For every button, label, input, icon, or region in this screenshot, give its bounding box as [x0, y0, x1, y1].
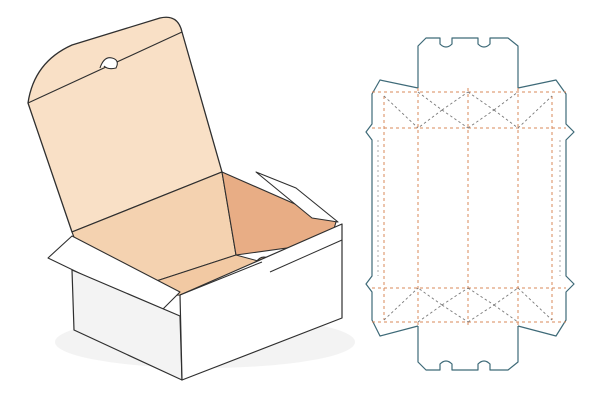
- top-gusset-creases: [383, 91, 553, 129]
- top-tuck-flap: [417, 37, 519, 88]
- front-wall-rim: [179, 239, 343, 296]
- side-panel-creases: [377, 140, 561, 276]
- dieline-outer-cut: [365, 79, 575, 337]
- right-dust-flap: [255, 171, 339, 223]
- vertical-fold-lines: [383, 88, 553, 326]
- bottom-tuck-flap: [417, 326, 519, 371]
- lid-notch: [99, 57, 118, 70]
- box-dieline-template: [365, 37, 575, 371]
- lid-panel: [27, 16, 223, 233]
- horizontal-fold-lines: [372, 91, 566, 323]
- assembled-box: [27, 16, 355, 381]
- front-outer-wall: [179, 223, 343, 381]
- bottom-gusset-creases: [383, 287, 553, 323]
